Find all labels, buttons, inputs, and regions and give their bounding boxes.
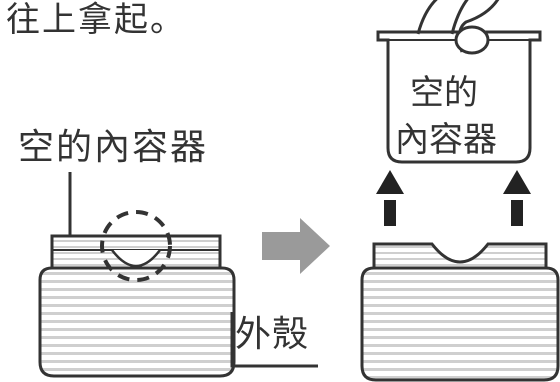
- box-label-line2: 內容器: [395, 120, 497, 160]
- left-notch: [111, 249, 161, 268]
- fingertip: [454, 25, 490, 55]
- inner-container-label: 空的內容器: [18, 127, 209, 168]
- left-container: [38, 172, 236, 378]
- lift-arrow-left-icon: [376, 170, 404, 226]
- shell-label-leader: [230, 312, 318, 368]
- right-outer-shell: [360, 266, 560, 382]
- lifted-inner-box: [376, 30, 542, 164]
- box-label-line1: 空的: [410, 73, 478, 113]
- left-outer-shell: [38, 266, 236, 378]
- right-rim-with-notch: [372, 242, 548, 270]
- dashed-highlight-circle: [100, 210, 172, 282]
- outer-shell-label: 外殼: [235, 314, 310, 355]
- right-container: [360, 0, 560, 382]
- transition-arrow-icon: [262, 218, 330, 274]
- lift-arrow-right-icon: [503, 170, 531, 226]
- instruction-text: 往上拿起。: [6, 0, 186, 40]
